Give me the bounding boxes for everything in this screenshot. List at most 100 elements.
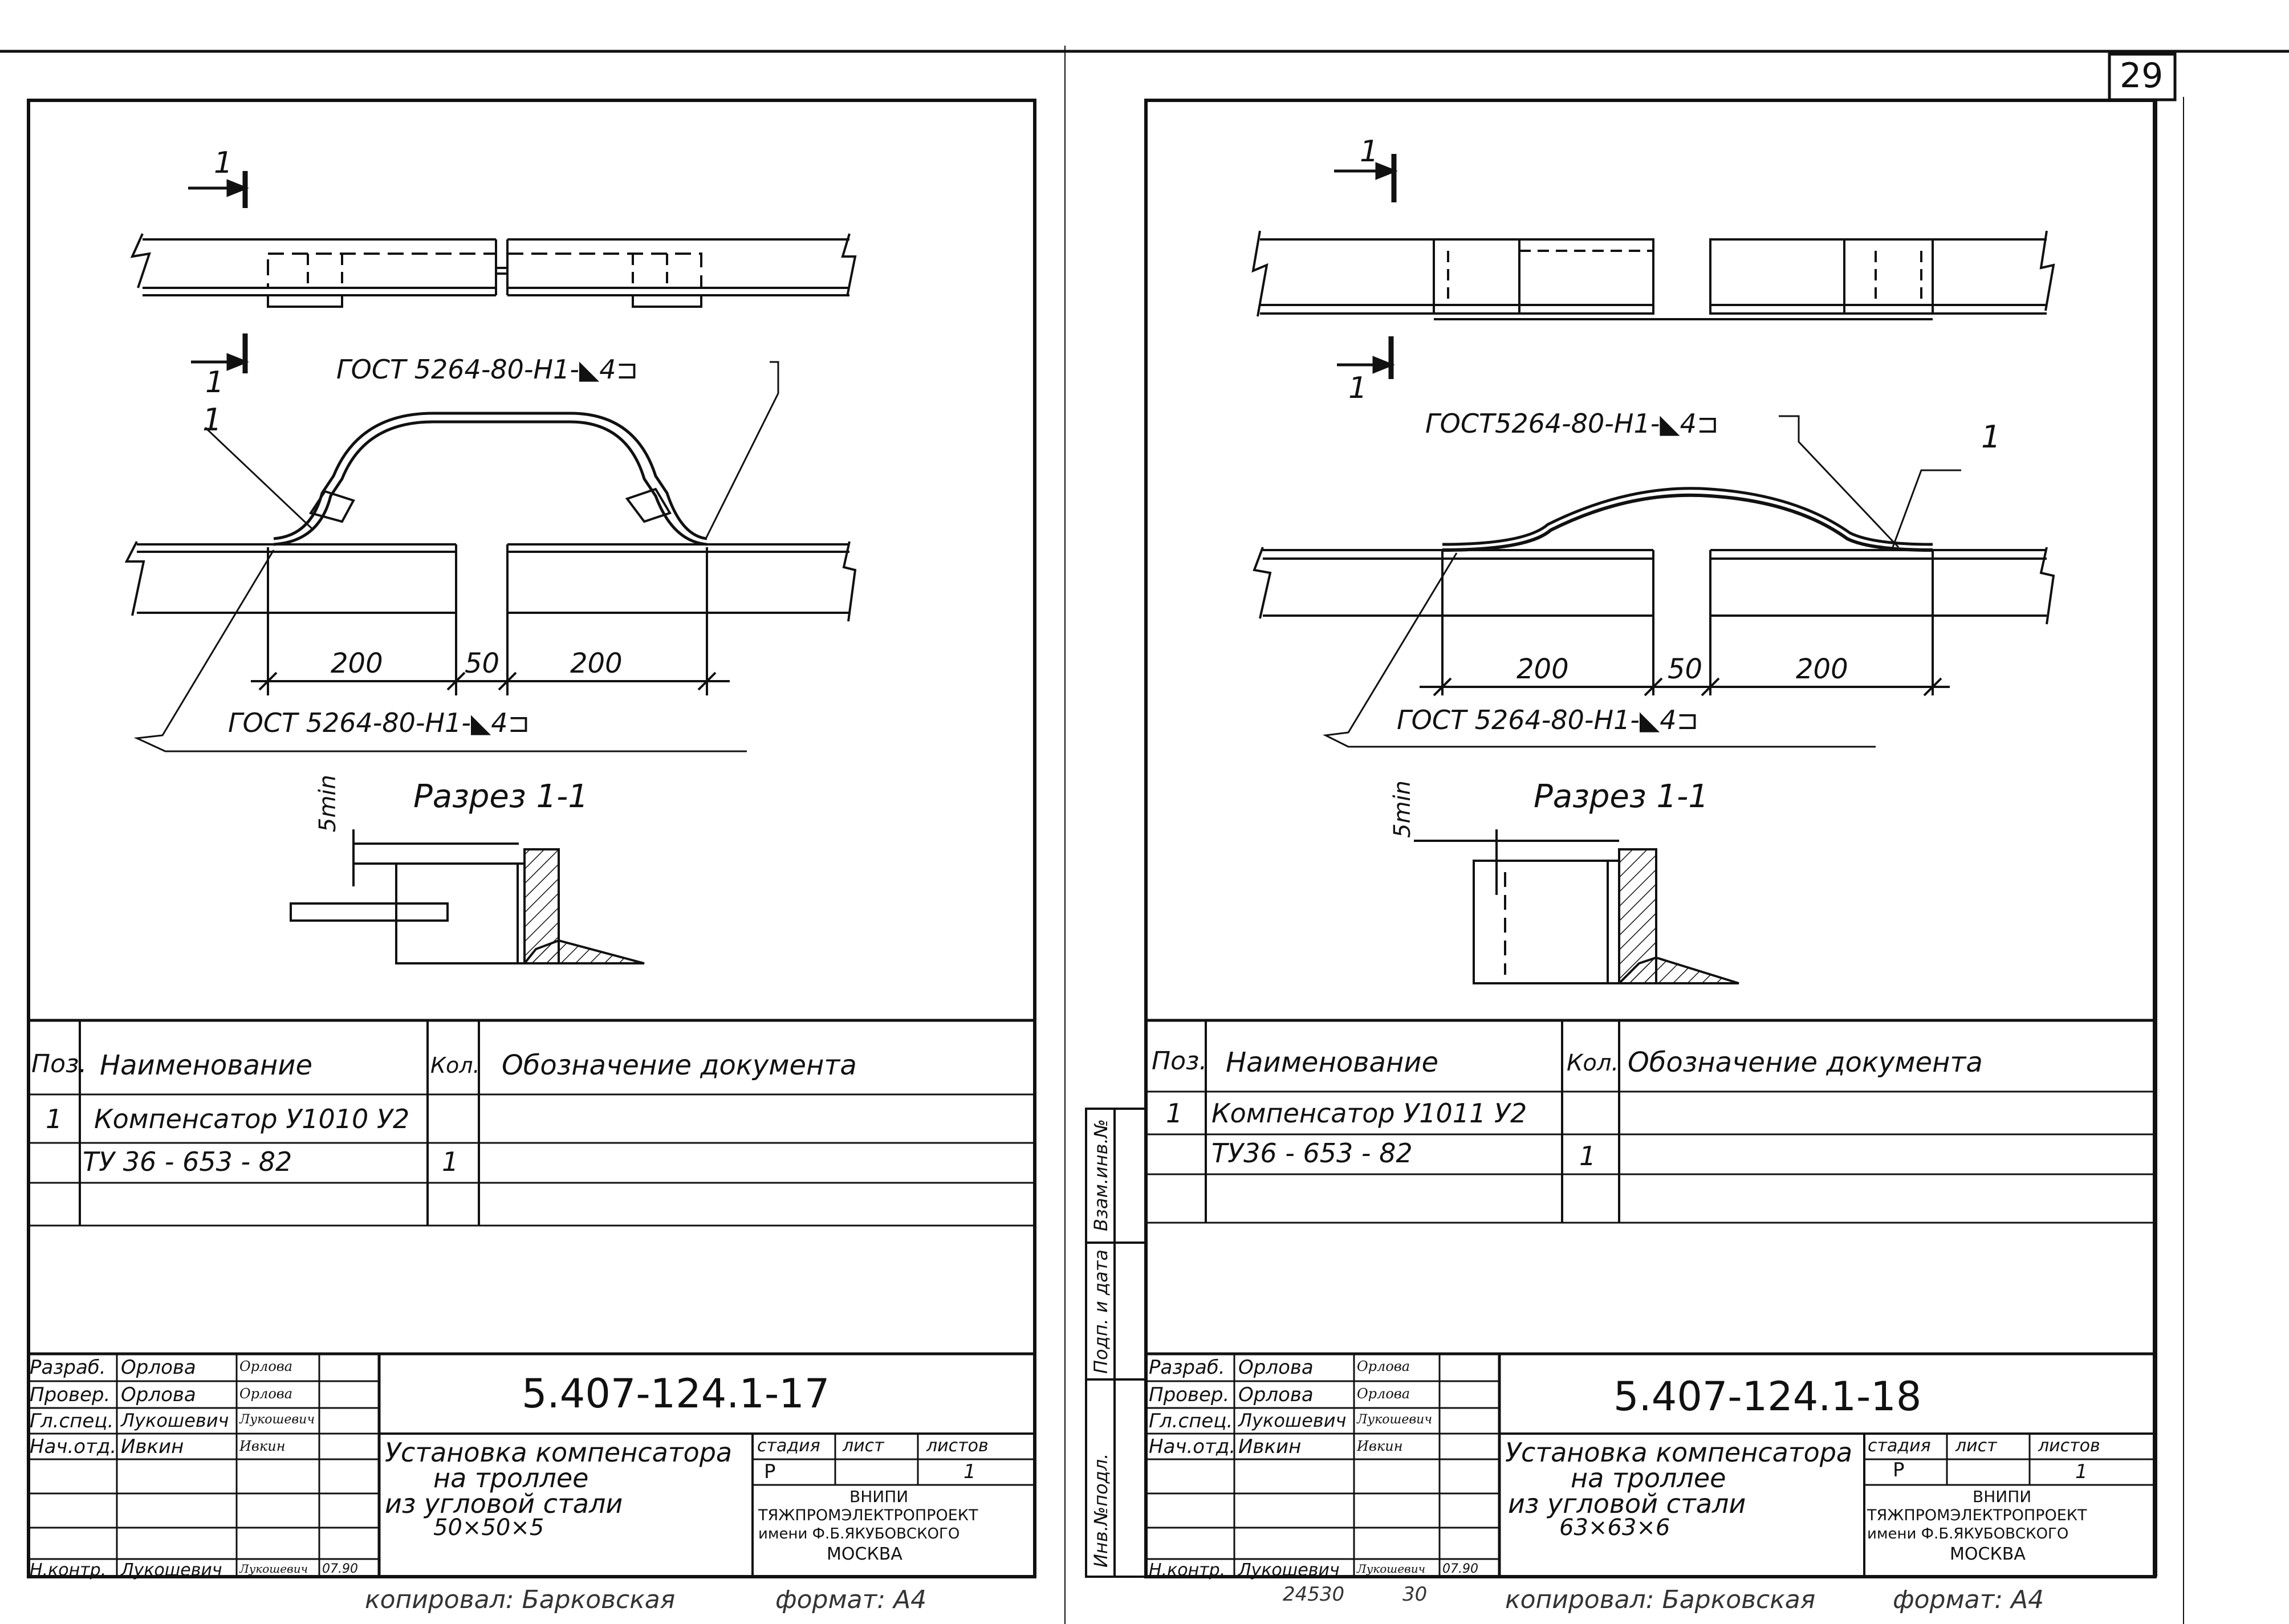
left-spec-table: [29, 1019, 1035, 1227]
right-stage-header: стадия: [1868, 1436, 1931, 1456]
left-stamp-name-4: Ивкин: [121, 1435, 184, 1458]
right-signature-2: Орлова: [1357, 1386, 1410, 1402]
right-spec-header-doc: Обозначение документа: [1628, 1047, 1983, 1078]
right-org-line-1: ВНИПИ: [1973, 1487, 2032, 1506]
left-stamp-role-1: Разраб.: [30, 1356, 106, 1379]
left-section-mark-bottom: 1: [205, 365, 225, 400]
left-footer-copied: копировал: Барковская: [365, 1585, 676, 1614]
right-section-title: Разрез 1-1: [1534, 778, 1709, 815]
left-spec-row1-pos: 1: [46, 1104, 63, 1134]
left-dim-left: 200: [331, 648, 383, 679]
left-title-line-2: на троллее: [433, 1463, 589, 1493]
right-title-line-2: на троллее: [1571, 1463, 1726, 1493]
left-stamp-role-2: Провер.: [30, 1383, 111, 1406]
left-min-gap: 5min: [315, 775, 341, 832]
right-weld-note-lower: ГОСТ 5264-80-Н1-◣4⊐: [1397, 705, 1699, 735]
right-spec-table: [1146, 1019, 2155, 1224]
right-dim-right: 200: [1796, 653, 1848, 685]
right-stamp-name-1: Орлова: [1238, 1356, 1314, 1379]
right-title-block: [1146, 1352, 2155, 1577]
right-weld-note-upper: ГОСТ5264-80-Н1-◣4⊐: [1425, 408, 1719, 439]
right-stamp-name-2: Орлова: [1238, 1383, 1314, 1406]
left-org-line-1: ВНИПИ: [849, 1487, 909, 1506]
right-side-label-3: Инв.№подл.: [1090, 1453, 1112, 1568]
right-side-strip: [1085, 1108, 1147, 1578]
right-stamp-role-1: Разраб.: [1149, 1356, 1225, 1379]
left-sheets-header: листов: [926, 1436, 989, 1456]
right-sheets-header: листов: [2038, 1436, 2100, 1456]
left-dim-right: 200: [570, 648, 623, 679]
left-dim-gap: 50: [465, 648, 500, 679]
left-stamp-name-3: Лукошевич: [121, 1410, 229, 1431]
right-title-line-1: Установка компенсатора: [1505, 1437, 1853, 1468]
left-stamp-role-7: Н.контр.: [30, 1560, 107, 1580]
left-stage-header: стадия: [757, 1436, 820, 1456]
left-sheet-header: лист: [843, 1436, 884, 1456]
left-spec-row2-qty: 1: [442, 1146, 459, 1177]
left-sheet: [27, 99, 1036, 1578]
left-title-block: [29, 1352, 1035, 1577]
left-sheets-value: 1: [963, 1460, 976, 1483]
left-signature-1: Орлова: [239, 1358, 293, 1374]
right-stage-value: Р: [1893, 1459, 1905, 1481]
left-org-line-3: имени Ф.Б.ЯКУБОВСКОГО: [758, 1525, 960, 1542]
right-signature-3: Лукошевич: [1357, 1413, 1433, 1427]
left-section-mark-top: 1: [214, 146, 233, 180]
left-stamp-name-2: Орлова: [121, 1383, 196, 1406]
left-footer-format: формат: А4: [775, 1585, 927, 1614]
right-spec-header-name: Наименование: [1226, 1047, 1439, 1078]
right-side-label-1: Взам.инв.№: [1090, 1119, 1112, 1231]
right-spec-row1-name: Компенсатор У1011 У2: [1211, 1098, 1527, 1129]
right-stamp-name-4: Ивкин: [1238, 1435, 1302, 1458]
right-section-mark-top: 1: [1360, 135, 1379, 169]
right-footer-page: 30: [1402, 1583, 1428, 1606]
left-spec-header-doc: Обозначение документа: [502, 1049, 857, 1081]
right-spec-header-qty: Кол.: [1567, 1050, 1619, 1076]
left-section-markers: [188, 171, 249, 373]
left-stamp-date: 07.90: [322, 1562, 358, 1576]
left-stamp-name-7: Лукошевич: [121, 1560, 222, 1580]
left-signature-2: Орлова: [239, 1386, 293, 1402]
right-title-line-3: из угловой стали: [1508, 1488, 1746, 1519]
right-stamp-name-7: Лукошевич: [1238, 1560, 1340, 1580]
right-org-line-2: ТЯЖПРОМЭЛЕКТРОПРОЕКТ: [1867, 1507, 2087, 1524]
left-title-line-1: Установка компенсатора: [385, 1437, 733, 1468]
left-elevation-view: [124, 361, 857, 752]
left-signature-4: Ивкин: [239, 1438, 286, 1454]
left-spec-header-name: Наименование: [100, 1049, 313, 1081]
right-min-gap: 5min: [1389, 780, 1416, 838]
left-position-marker: 1: [202, 402, 222, 438]
right-stamp-role-3: Гл.спец.: [1149, 1410, 1233, 1432]
left-spec-row2-name: ТУ 36 - 653 - 82: [83, 1146, 292, 1177]
right-dim-left: 200: [1516, 653, 1569, 685]
right-footer-copied: копировал: Барковская: [1505, 1585, 1816, 1614]
right-spec-header-pos: Поз.: [1152, 1047, 1207, 1076]
left-stage-value: Р: [764, 1460, 776, 1483]
right-document-code: 5.407-124.1-18: [1613, 1373, 1922, 1420]
left-stamp-role-3: Гл.спец.: [30, 1410, 114, 1432]
left-section-title: Разрез 1-1: [413, 778, 588, 815]
right-plan-view: [1251, 230, 2055, 320]
left-document-code: 5.407-124.1-17: [522, 1370, 830, 1417]
left-weld-note-lower: ГОСТ 5264-80-Н1-◣4⊐: [228, 707, 530, 738]
right-spec-row2-qty: 1: [1579, 1141, 1596, 1171]
left-plan-view: [130, 233, 857, 308]
right-org-line-3: имени Ф.Б.ЯКУБОВСКОГО: [1867, 1525, 2069, 1542]
right-stamp-date: 07.90: [1442, 1562, 1478, 1576]
right-section-mark-bottom: 1: [1348, 371, 1368, 405]
right-stamp-role-4: Нач.отд.: [1149, 1435, 1236, 1458]
left-spec-row1-name: Компенсатор У1010 У2: [94, 1104, 410, 1134]
right-stamp-role-2: Провер.: [1149, 1383, 1230, 1406]
right-footer-format: формат: А4: [1893, 1585, 2044, 1614]
left-title-line-3: из угловой стали: [385, 1488, 623, 1519]
left-stamp-role-4: Нач.отд.: [30, 1435, 117, 1458]
right-signature-7: Лукошевич: [1357, 1562, 1426, 1576]
right-elevation-view: [1253, 415, 2055, 748]
left-stamp-name-1: Орлова: [121, 1356, 196, 1379]
right-sheet-header: лист: [1955, 1436, 1997, 1456]
right-signature-1: Орлова: [1357, 1358, 1410, 1374]
right-stamp-role-7: Н.контр.: [1149, 1560, 1226, 1580]
right-sheets-value: 1: [2075, 1460, 2088, 1483]
right-dim-gap: 50: [1668, 653, 1703, 685]
